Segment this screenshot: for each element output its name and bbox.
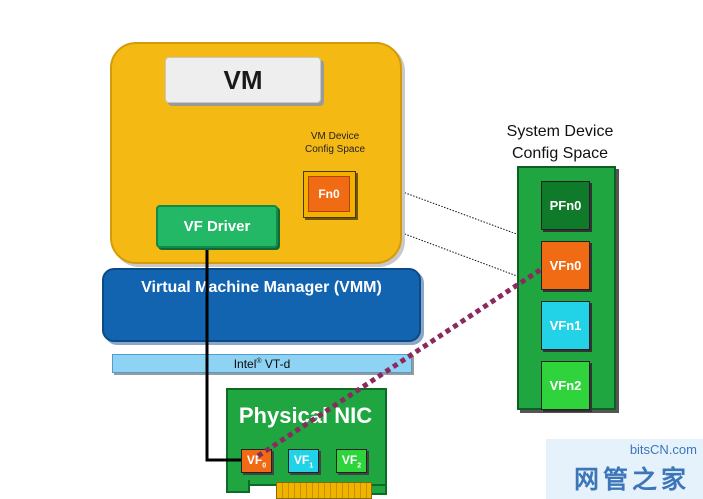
vm-device-config-caption: VM Device Config Space <box>290 130 380 156</box>
system-vfn2: VFn2 <box>541 361 590 410</box>
vmm-label: Virtual Machine Manager (VMM) <box>141 279 382 296</box>
system-vfn1: VFn1 <box>541 301 590 350</box>
vmm-layer: Virtual Machine Manager (VMM) <box>102 268 421 342</box>
vm-fn0-block: Fn0 <box>308 176 350 212</box>
system-caption-line1: System Device <box>506 123 614 140</box>
dma-remap-path <box>256 267 542 459</box>
vf-driver-block: VF Driver <box>156 205 278 248</box>
nic-vf2: VF2 <box>336 449 367 473</box>
vm-device-caption-line1: VM Device <box>310 131 360 142</box>
vm-title: VM <box>165 57 321 103</box>
watermark-url: bitsCN.com <box>629 442 697 457</box>
nic-foot <box>226 480 250 493</box>
vtd-layer: Intel® VT-d <box>112 354 412 373</box>
system-caption-line2: Config Space <box>511 145 609 162</box>
system-pfn0: PFn0 <box>541 181 590 230</box>
watermark-background <box>546 439 703 499</box>
system-config-caption: System Device Config Space <box>490 121 630 165</box>
vtd-label: Intel® VT-d <box>233 356 291 371</box>
vm-device-caption-line2: Config Space <box>304 144 366 155</box>
watermark-title: 网管之家 <box>573 466 690 494</box>
driver-to-vf0-nic-segment <box>205 388 242 462</box>
nic-vf1: VF1 <box>288 449 319 473</box>
system-vfn0: VFn0 <box>541 241 590 290</box>
